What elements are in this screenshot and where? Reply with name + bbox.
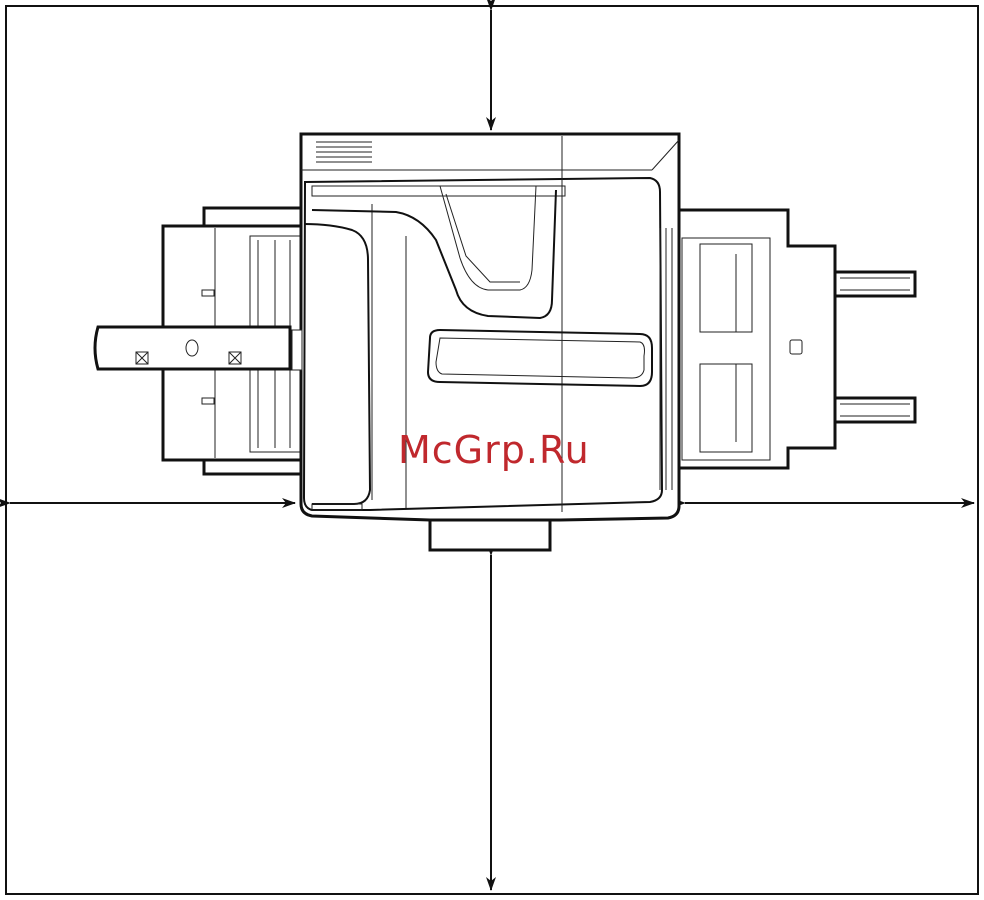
watermark-text: McGrp.Ru bbox=[398, 428, 590, 472]
printer-top-view-icon bbox=[95, 134, 915, 550]
